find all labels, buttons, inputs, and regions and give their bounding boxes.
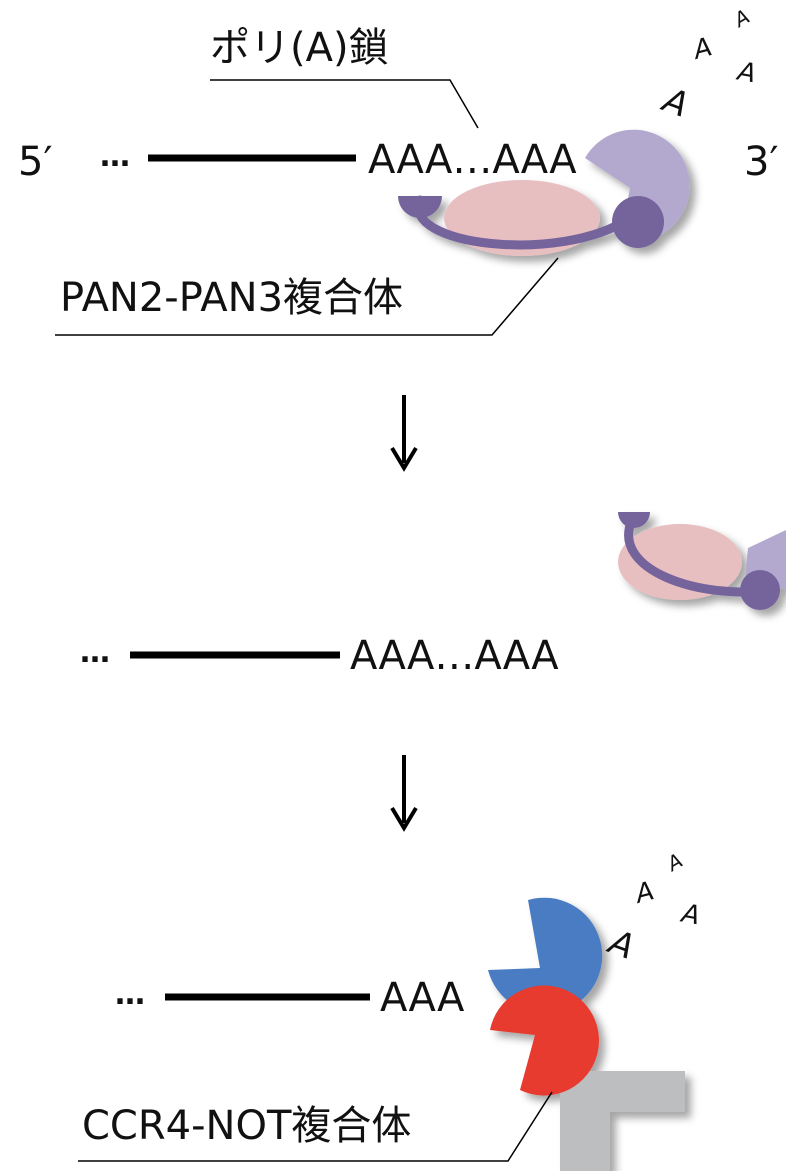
ccr4-not-complex — [488, 897, 685, 1171]
polya-label: ポリ(A)鎖 — [210, 25, 389, 71]
pan3-cap-released — [618, 512, 650, 528]
mrna-ellipsis-stage3: … — [115, 977, 145, 1012]
pan3-knob — [612, 196, 664, 248]
ccr4-not-label: CCR4-NOT複合体 — [82, 1103, 412, 1149]
pan3-knob-released — [740, 570, 780, 610]
three-prime-label: 3′ — [744, 139, 779, 185]
arrow-down-1 — [390, 395, 418, 472]
arrow-down-2 — [390, 755, 418, 832]
pan2-pacman — [585, 129, 690, 242]
pan-complex-label: PAN2-PAN3複合体 — [60, 275, 404, 321]
caf1-pacman — [490, 985, 599, 1096]
polya-sequence-stage3: AAA — [380, 975, 465, 1021]
pan2-pan3-complex — [398, 129, 690, 256]
polya-leader-line — [210, 79, 479, 129]
mrna-ellipsis-stage2: … — [80, 635, 110, 670]
pan3-body-released — [618, 524, 742, 600]
ccr4-not-leader-line — [78, 1091, 553, 1162]
ccr4-pacman — [488, 897, 603, 1014]
polya-sequence-stage1: AAA…AAA — [368, 137, 577, 183]
pan-complex-leader-line — [55, 257, 559, 336]
five-prime-label: 5′ — [18, 139, 53, 185]
polya-sequence-stage2: AAA…AAA — [350, 633, 559, 679]
pan3-body — [444, 180, 600, 256]
pan2-pan3-complex-released — [618, 512, 786, 610]
pan3-cap — [398, 196, 442, 218]
mrna-ellipsis-stage1: … — [100, 139, 130, 174]
not-scaffold — [560, 1071, 685, 1171]
